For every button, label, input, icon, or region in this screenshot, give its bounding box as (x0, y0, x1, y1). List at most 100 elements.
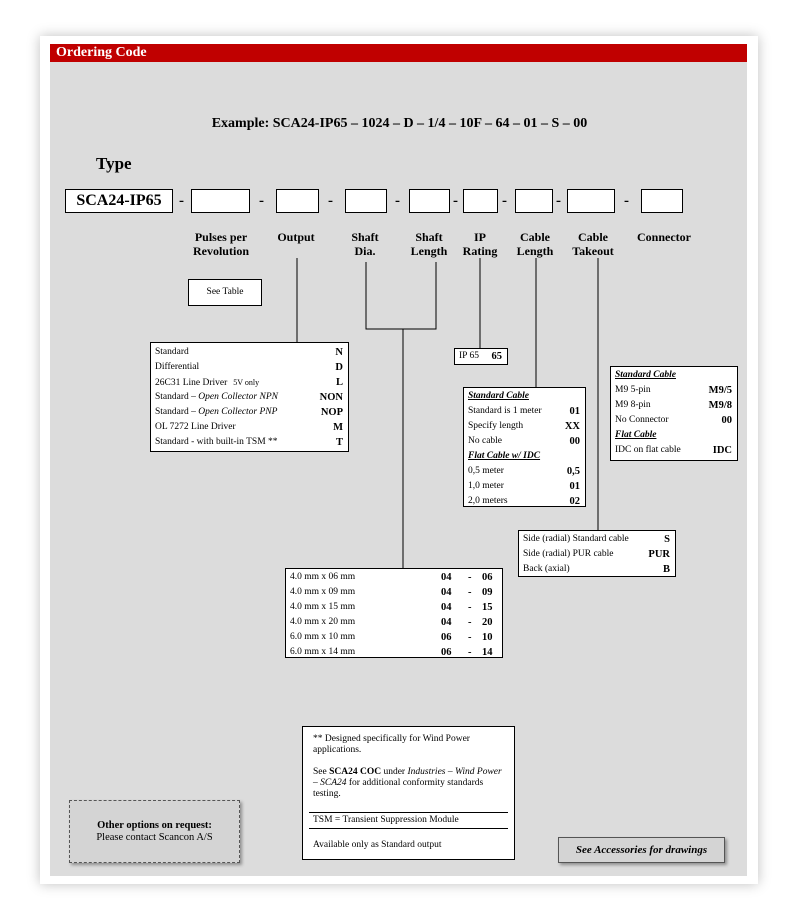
takeout-code: PUR (648, 549, 670, 560)
shaft-length-code: 06 (482, 572, 493, 583)
output-row: Standard - with built-in TSM ** T (151, 435, 348, 450)
col-cable-takeout-line2: Takeout (572, 244, 614, 258)
cable-length-code: 01 (569, 406, 581, 417)
takeout-label: Side (radial) PUR cable (523, 549, 614, 559)
output-note: 5V only (233, 378, 260, 387)
connector-label: No Connector (615, 415, 669, 425)
connector-code: M9/5 (708, 385, 732, 396)
col-pulses-line1: Pulses per (194, 230, 248, 244)
takeout-row: Side (radial) Standard cable S (519, 532, 675, 547)
shaft-label: 6.0 mm x 10 mm (290, 632, 356, 642)
col-shaft-length-line2: Length (410, 244, 448, 258)
shaft-label: 4.0 mm x 09 mm (290, 587, 356, 597)
cable-length-code: 00 (569, 436, 581, 447)
ip-rating-field[interactable] (463, 189, 498, 213)
takeout-row: Side (radial) PUR cable PUR (519, 547, 675, 562)
shaft-length-code: 15 (482, 602, 493, 613)
col-cable-length: Cable Length (511, 230, 559, 258)
note-coc: See SCA24 COC under Industries – Wind Po… (313, 767, 505, 800)
shaft-dia-field[interactable] (345, 189, 387, 213)
other-options-title: Other options on request: (97, 820, 212, 831)
connector-code: M9/8 (708, 400, 732, 411)
shaft-length-code: 20 (482, 617, 493, 628)
shaft-dia-code: 04 (441, 602, 452, 613)
see-table-box: See Table (188, 279, 262, 306)
dash: - (556, 193, 561, 209)
cable-length-code: 0,5 (566, 466, 580, 477)
output-code: D (335, 362, 343, 373)
connector-label: M9 5-pin (615, 385, 651, 395)
dash: - (328, 193, 333, 209)
connector-flat-header: Flat Cable (615, 430, 657, 440)
col-connector: Connector (630, 230, 698, 244)
col-cable-length-line2: Length (516, 244, 554, 258)
col-connector-line1: Connector (637, 230, 691, 244)
shaft-label: 4.0 mm x 06 mm (290, 572, 356, 582)
col-pulses-line2: Revolution (192, 244, 249, 258)
shaft-sep: - (468, 647, 472, 658)
shaft-sep: - (468, 602, 472, 613)
dash: - (624, 193, 629, 209)
connector-label: IDC on flat cable (615, 445, 681, 455)
dash: - (453, 193, 458, 209)
output-code: NON (319, 392, 343, 403)
shaft-length-field[interactable] (409, 189, 450, 213)
header-bar (50, 44, 747, 62)
accessories-button[interactable]: See Accessories for drawings (558, 837, 725, 863)
takeout-code: S (664, 534, 670, 545)
takeout-label: Back (axial) (523, 564, 570, 574)
output-row: Standard – Open Collector NPN NON (151, 390, 348, 405)
section-title: Ordering Code (56, 45, 147, 60)
shaft-sep: - (468, 632, 472, 643)
output-label: Standard – (155, 392, 199, 402)
type-heading: Type (96, 154, 132, 173)
cable-length-field[interactable] (515, 189, 553, 213)
shaft-label: 6.0 mm x 14 mm (290, 647, 356, 657)
output-label-italic: Open Collector NPN (198, 392, 278, 402)
output-label: Standard - with built-in TSM ** (155, 437, 278, 447)
cable-length-label: 2,0 meters (468, 496, 508, 506)
connector-field[interactable] (641, 189, 683, 213)
note-coc-e: for additional conformity standards test… (313, 778, 484, 799)
cable-length-code: XX (564, 421, 580, 432)
shaft-sep: - (468, 572, 472, 583)
note-coc-d: Industries – Wind Power – SCA24 (313, 767, 502, 788)
output-code: M (333, 422, 343, 433)
cable-length-flat-header: Flat Cable w/ IDC (468, 451, 541, 461)
col-shaft-dia-line1: Shaft (351, 230, 379, 244)
col-ip-line2: Rating (462, 244, 498, 258)
shaft-length-code: 09 (482, 587, 493, 598)
output-code: T (335, 437, 343, 448)
note-standard-only: Available only as Standard output (313, 840, 442, 850)
dash: - (502, 193, 507, 209)
shaft-row: 6.0 mm x 10 mm 06 -10 (286, 630, 502, 645)
code-prefix-box: SCA24-IP65 (65, 189, 173, 213)
output-field[interactable] (276, 189, 319, 213)
cable-length-code: 01 (569, 481, 581, 492)
other-options-text: Please contact Scancon A/S (96, 832, 213, 843)
cable-takeout-field[interactable] (567, 189, 615, 213)
takeout-label: Side (radial) Standard cable (523, 534, 629, 544)
pulses-field[interactable] (191, 189, 250, 213)
shaft-dia-code: 06 (441, 632, 452, 643)
note-tsm: TSM = Transient Suppression Module (313, 815, 459, 825)
shaft-length-code: 10 (482, 632, 493, 643)
